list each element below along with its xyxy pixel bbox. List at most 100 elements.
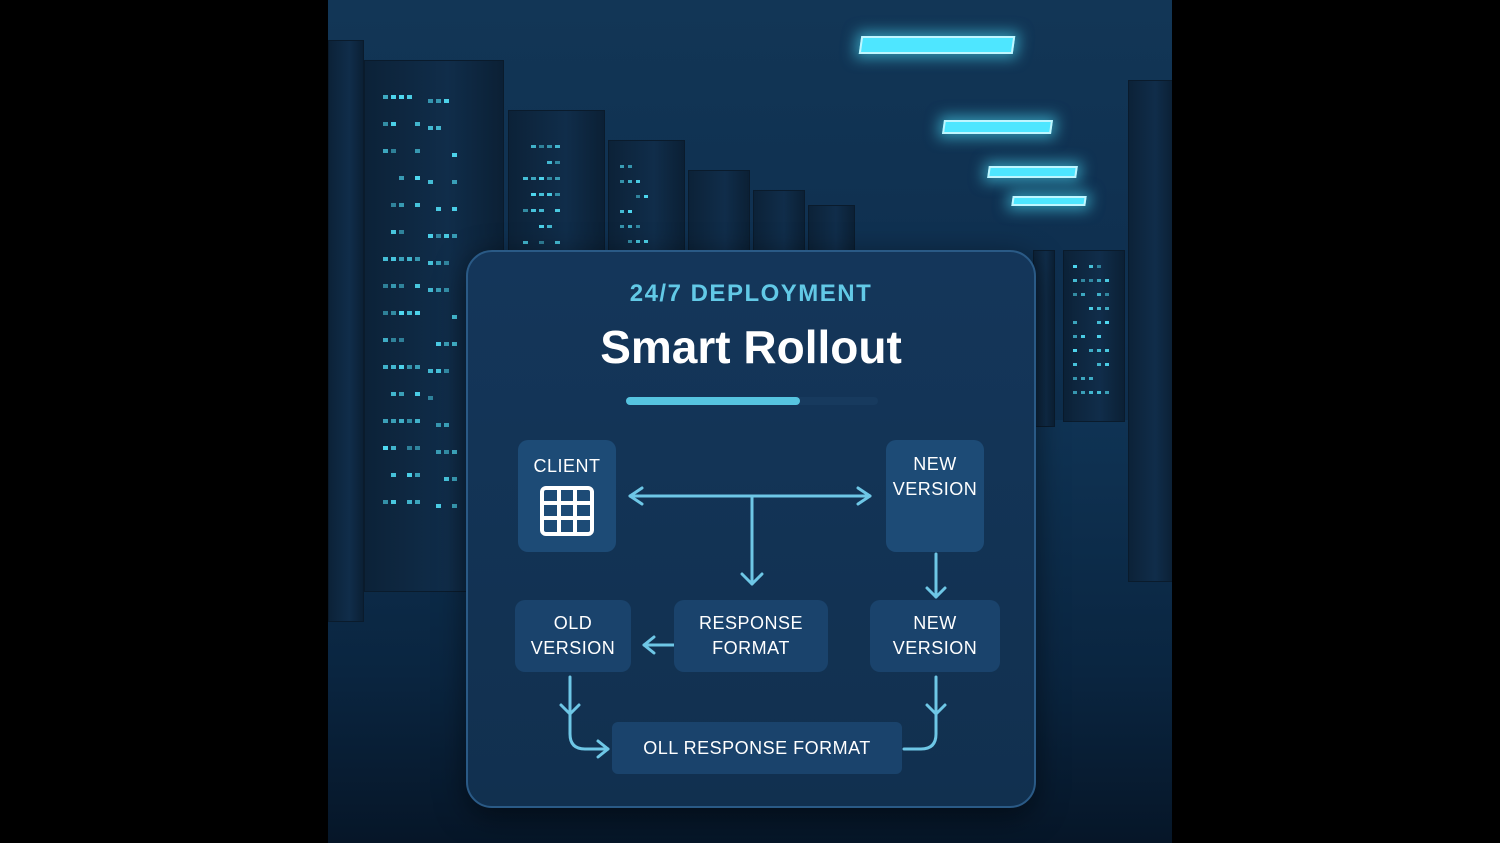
rack-led [415,257,420,261]
rack-led [1097,293,1101,296]
node-label: VERSION [531,636,616,661]
rack-led [628,210,632,213]
rack-led [452,504,457,508]
rack-led [391,95,396,99]
client-label: CLIENT [533,454,600,479]
rack-led [628,165,632,168]
rack-led [391,257,396,261]
rack-led [452,153,457,157]
rack-led [399,419,404,423]
rack-led [436,450,441,454]
rack-led [644,195,648,198]
rack-led [636,195,640,198]
rack-led [407,257,412,261]
rack-led [428,369,433,373]
rack-led [436,99,441,103]
rack-led [428,261,433,265]
rack-led [1089,265,1093,268]
rack-led [391,203,396,207]
rack-led [1097,307,1101,310]
node-label: VERSION [893,636,978,661]
rack-led [1073,279,1077,282]
rack-led [415,446,420,450]
rack-led [391,338,396,342]
node-label: RESPONSE [699,611,803,636]
rack-led [1081,377,1085,380]
rack-led [1081,335,1085,338]
rack-led [539,209,544,212]
rack-led [1073,335,1077,338]
rack-led [1097,391,1101,394]
rack-led [547,193,552,196]
server-room-background: 24/7 DEPLOYMENT Smart Rollout [328,0,1172,843]
client-node[interactable]: CLIENT [518,440,616,552]
rack-led [444,369,449,373]
rack-led [428,99,433,103]
rack-led [444,423,449,427]
rack-led [383,419,388,423]
rack-led [428,126,433,130]
rack-led [436,369,441,373]
rack-led [399,392,404,396]
rack-led [555,177,560,180]
old-version-node[interactable]: OLD VERSION [515,600,631,672]
rack-led [1089,377,1093,380]
rack-led [415,284,420,288]
rack-led [428,396,433,400]
diagram-panel: 24/7 DEPLOYMENT Smart Rollout [466,250,1036,808]
rack-led [555,161,560,164]
rack-led [399,203,404,207]
rack-led [1073,349,1077,352]
rack-led [407,500,412,504]
rack-led [636,180,640,183]
response-format-node[interactable]: RESPONSE FORMAT [674,600,828,672]
rack-led [444,450,449,454]
rack-led [555,209,560,212]
rack-led [391,149,396,153]
node-label: FORMAT [712,636,790,661]
rack-led [531,209,536,212]
oll-response-format-node[interactable]: OLL RESPONSE FORMAT [612,722,902,774]
rack-led [555,241,560,244]
rack-led [383,95,388,99]
rack-led [539,225,544,228]
rack-led [620,225,624,228]
new-version-node-top[interactable]: NEW VERSION [886,440,984,552]
rack-led [1105,307,1109,310]
rack-led [415,311,420,315]
rack-led [1097,265,1101,268]
rack-led [383,149,388,153]
rack-led [636,240,640,243]
rack-led [407,473,412,477]
rack-led [415,149,420,153]
rack-led [620,165,624,168]
rack-led [1105,363,1109,366]
rack-led [547,145,552,148]
rack-led [391,446,396,450]
node-label: OLD [554,611,593,636]
rack-led [407,95,412,99]
rack-led [452,180,457,184]
rack-led [1097,363,1101,366]
rack-led [531,145,536,148]
rack-led [452,450,457,454]
rack-led [1105,321,1109,324]
rack-led [407,311,412,315]
rack-led [1097,335,1101,338]
rack-led [1073,265,1077,268]
rack-led [1089,349,1093,352]
rack-led [391,230,396,234]
node-label: OLL RESPONSE FORMAT [643,736,871,761]
rack-led [415,500,420,504]
rack-led [539,193,544,196]
rack-led [407,419,412,423]
new-version-node-bottom[interactable]: NEW VERSION [870,600,1000,672]
rack-led [1073,391,1077,394]
rack-led [555,193,560,196]
rack-led [383,365,388,369]
rack-led [444,99,449,103]
rack-led [547,225,552,228]
rack-led [436,207,441,211]
rack-led [547,161,552,164]
rack-led [523,209,528,212]
